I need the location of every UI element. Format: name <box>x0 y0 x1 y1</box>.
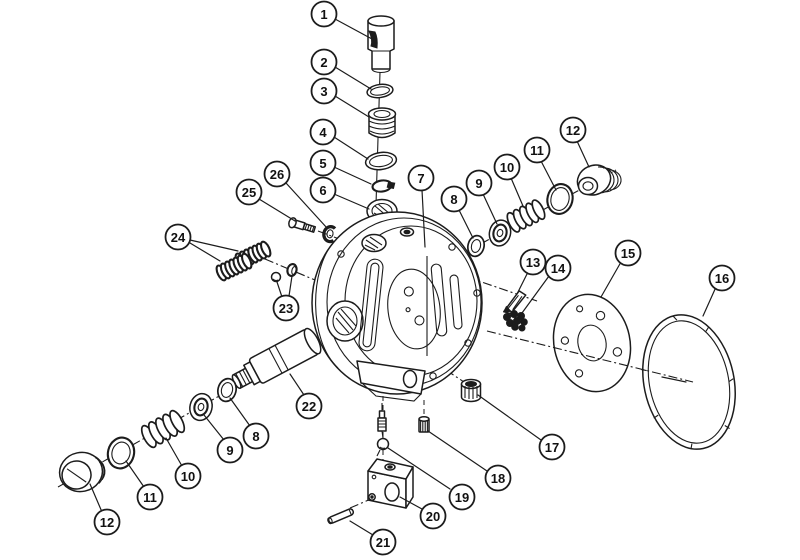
svg-text:19: 19 <box>455 490 469 505</box>
svg-text:14: 14 <box>551 261 566 276</box>
callouts: 1 2 3 4 5 6 7 8 9 10 11 12 13 14 15 16 1… <box>93 0 736 556</box>
part-22-valve-spool <box>231 327 322 390</box>
callout-17: 17 <box>538 433 566 461</box>
part-13-clip-wedge <box>502 290 527 315</box>
callout-25: 25 <box>235 178 263 206</box>
callout-24: 24 <box>164 223 192 251</box>
part-20-valve-block <box>367 458 414 509</box>
callout-8-upper: 8 <box>440 185 468 213</box>
callout-6: 6 <box>309 176 337 204</box>
part-11-o-ring-upper <box>546 183 574 215</box>
svg-text:26: 26 <box>270 167 284 182</box>
callout-12-lower: 12 <box>93 508 121 536</box>
svg-text:11: 11 <box>143 490 157 505</box>
callout-11-upper: 11 <box>523 136 551 164</box>
svg-text:9: 9 <box>226 443 233 458</box>
part-14-filter-screen <box>503 310 528 332</box>
svg-text:18: 18 <box>491 471 505 486</box>
axis-right-overlay <box>486 330 694 383</box>
svg-text:7: 7 <box>417 171 424 186</box>
callout-19: 19 <box>448 483 476 511</box>
callout-10-upper: 10 <box>493 153 521 181</box>
callout-10-lower: 10 <box>174 462 202 490</box>
callout-3: 3 <box>310 77 338 105</box>
part-21-pin <box>327 508 355 525</box>
svg-text:10: 10 <box>500 160 514 175</box>
callout-20: 20 <box>419 502 447 530</box>
svg-text:12: 12 <box>100 515 114 530</box>
part-9-seal-washer-upper <box>488 219 512 247</box>
part-23-ball-and-seat <box>270 263 298 283</box>
svg-text:11: 11 <box>530 143 544 158</box>
callout-22: 22 <box>295 392 323 420</box>
part-18-knurled-fitting <box>418 416 430 433</box>
part-11-o-ring-lower <box>106 436 136 470</box>
svg-text:8: 8 <box>450 192 457 207</box>
svg-text:4: 4 <box>319 125 327 140</box>
part-12-threaded-plug-upper <box>576 164 622 196</box>
svg-text:15: 15 <box>621 246 635 261</box>
svg-text:2: 2 <box>320 55 327 70</box>
part-9-seal-washer-lower <box>189 392 213 422</box>
svg-text:13: 13 <box>526 255 540 270</box>
svg-text:23: 23 <box>279 301 293 316</box>
callout-14: 14 <box>544 254 572 282</box>
callout-9-upper: 9 <box>465 169 493 197</box>
svg-text:22: 22 <box>302 399 316 414</box>
svg-text:12: 12 <box>566 123 580 138</box>
callout-16: 16 <box>708 264 736 292</box>
part-2-o-ring <box>366 83 394 99</box>
callout-8-lower: 8 <box>242 422 270 450</box>
part-10-spring-upper <box>506 199 546 233</box>
svg-text:9: 9 <box>475 176 482 191</box>
svg-text:25: 25 <box>242 185 256 200</box>
leader-lines <box>89 18 717 536</box>
callout-15: 15 <box>614 239 642 267</box>
svg-text:6: 6 <box>319 183 326 198</box>
svg-text:24: 24 <box>171 230 186 245</box>
callout-18: 18 <box>484 464 512 492</box>
svg-text:16: 16 <box>715 271 729 286</box>
callout-11-lower: 11 <box>136 483 164 511</box>
callout-7: 7 <box>407 164 435 192</box>
part-26-retainer-clip <box>322 225 337 244</box>
part-12-threaded-plug-lower <box>58 451 106 493</box>
part-3-threaded-bushing <box>367 107 397 139</box>
callout-21: 21 <box>369 528 397 556</box>
svg-text:20: 20 <box>426 509 440 524</box>
svg-text:5: 5 <box>319 156 326 171</box>
svg-text:17: 17 <box>545 440 559 455</box>
callout-2: 2 <box>310 48 338 76</box>
part-5-retaining-ring <box>371 179 396 193</box>
callout-26: 26 <box>263 160 291 188</box>
svg-text:21: 21 <box>376 535 390 550</box>
part-17-cap-nut <box>460 378 482 403</box>
part-8-o-ring-upper <box>466 234 486 258</box>
svg-text:10: 10 <box>181 469 195 484</box>
svg-text:3: 3 <box>320 84 327 99</box>
part-10-spring-lower <box>140 409 186 449</box>
callout-4: 4 <box>309 118 337 146</box>
callout-9-lower: 9 <box>216 436 244 464</box>
part-24-spring-b <box>215 252 253 282</box>
callout-5: 5 <box>309 149 337 177</box>
part-15-mounting-plate <box>552 293 632 393</box>
callout-23: 23 <box>272 294 300 322</box>
part-16-gasket <box>641 314 736 450</box>
svg-text:8: 8 <box>252 429 259 444</box>
callout-12-upper: 12 <box>559 116 587 144</box>
callout-1: 1 <box>310 0 338 28</box>
callout-13: 13 <box>519 248 547 276</box>
part-19-needle-valve-stem <box>376 403 390 457</box>
part-1-cap-plug <box>367 15 395 74</box>
svg-text:1: 1 <box>320 7 327 22</box>
part-7-pump-housing <box>311 211 483 402</box>
part-8-o-ring-lower <box>216 377 238 403</box>
part-4-o-ring <box>364 151 398 171</box>
